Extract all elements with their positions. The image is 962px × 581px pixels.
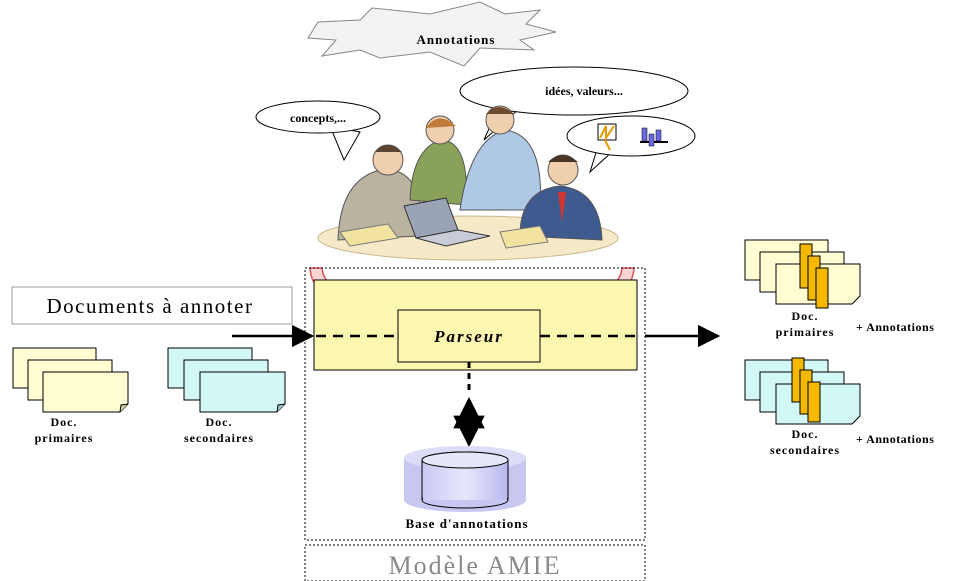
output-primary-suffix: + Annotations [856, 320, 934, 334]
bubble-concepts-text: concepts,... [290, 111, 346, 125]
input-secondary-label-2: secondaires [184, 431, 254, 445]
bar-chart-icon [640, 127, 668, 147]
output-primary-label-2: primaires [776, 325, 835, 339]
model-label: Modèle AMIE [389, 551, 562, 580]
team-meeting-illustration [317, 105, 619, 261]
amie-label-frame [304, 544, 646, 581]
output-secondary-label-1: Doc. [792, 427, 819, 441]
input-primary-docs [12, 347, 129, 413]
input-primary-label-1: Doc. [51, 415, 78, 429]
parser-label: Parseur [433, 327, 504, 346]
input-title-box [11, 286, 293, 325]
bubble-idees-text: idées, valeurs... [545, 84, 623, 98]
input-title: Documents à annoter [47, 294, 254, 318]
output-secondary-label-2: secondaires [770, 443, 840, 457]
amie-frame [304, 267, 646, 541]
output-primary-label-1: Doc. [792, 309, 819, 323]
input-secondary-label-1: Doc. [206, 415, 233, 429]
output-secondary-docs [744, 357, 861, 425]
speech-bubble-charts [566, 115, 696, 174]
input-secondary-docs [167, 347, 286, 413]
speech-bubble-concepts: concepts,... [255, 100, 381, 162]
output-secondary-suffix: + Annotations [856, 432, 934, 446]
output-primary-docs [744, 239, 861, 309]
input-primary-label-2: primaires [35, 431, 94, 445]
annotation-database [404, 446, 526, 512]
annotations-cloud: Annotations [307, 1, 557, 67]
cloud-label: Annotations [417, 32, 496, 47]
database-label: Base d'annotations [405, 516, 528, 531]
